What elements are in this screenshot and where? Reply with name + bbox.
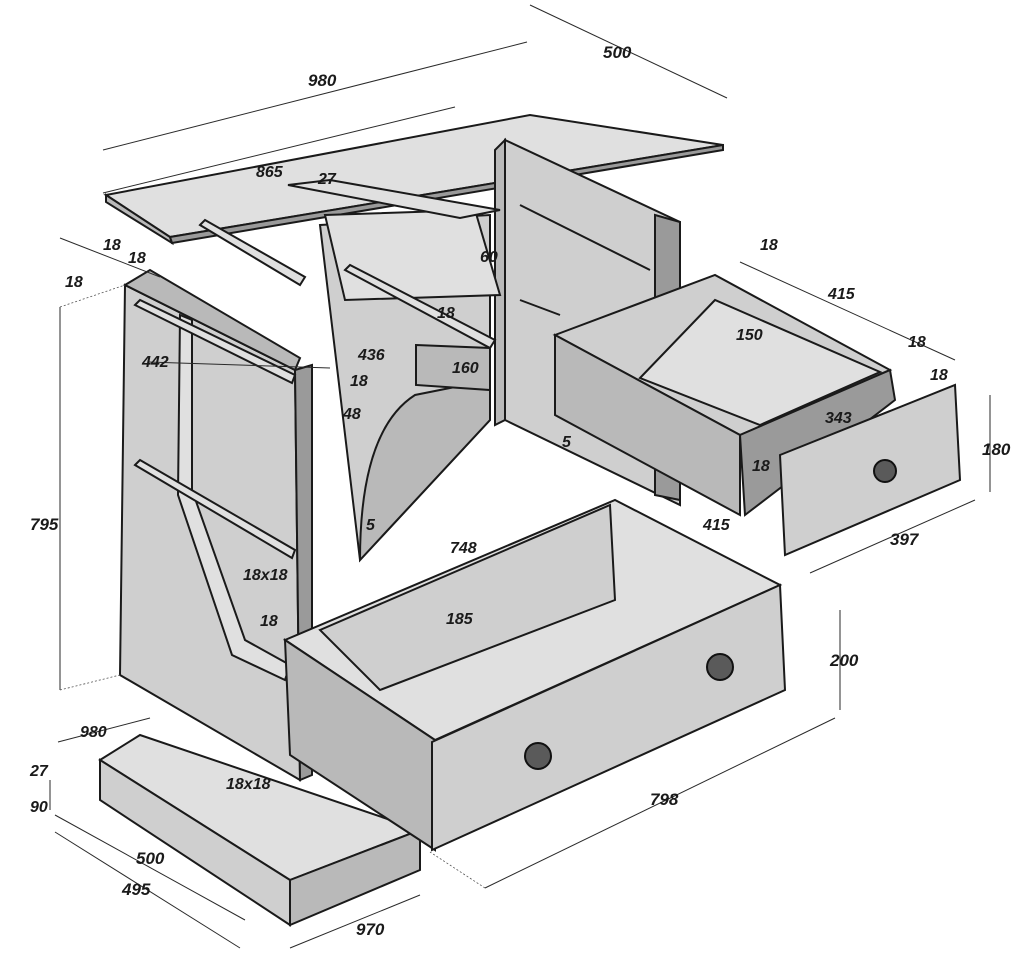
- label-top-depth: 500: [603, 43, 632, 62]
- label-plinth-depth: 495: [121, 880, 151, 899]
- dimension-lines: [49, 4, 991, 949]
- label-divider-w: 436: [357, 347, 385, 364]
- large-drawer-front: [431, 583, 787, 852]
- label-small-front-h: 180: [982, 440, 1011, 459]
- label-plywood-b: 5: [562, 434, 572, 451]
- label-bar-section-2: 18x18: [226, 776, 271, 793]
- label-top-width: 980: [308, 71, 337, 90]
- label-big-drawer-inner: 748: [450, 540, 477, 557]
- top-rails: [198, 178, 501, 392]
- label-base-width: 980: [80, 724, 107, 741]
- label-left-t3: 18: [65, 274, 83, 291]
- large-drawer-knob-left: [524, 742, 552, 770]
- label-side-height: 795: [30, 515, 59, 534]
- small-drawer-knob: [873, 459, 897, 483]
- label-rail-length: 865: [256, 164, 284, 181]
- label-small-front-w: 397: [890, 530, 920, 549]
- label-big-front-h: 200: [829, 651, 859, 670]
- label-bar-section-1: 18x18: [243, 567, 288, 584]
- label-small-drawer-len: 415: [827, 286, 856, 303]
- label-base-t: 27: [29, 763, 49, 780]
- label-small-drawer-side-t: 18: [760, 237, 778, 254]
- label-small-drawer-t3: 18: [930, 367, 948, 384]
- label-strip-t: 18: [350, 373, 368, 390]
- label-bar-t: 18: [260, 613, 278, 630]
- small-drawer-front: [778, 383, 962, 557]
- label-rail-height: 60: [480, 249, 498, 266]
- label-small-drawer-t2: 18: [908, 334, 926, 351]
- label-plinth-width: 970: [356, 920, 385, 939]
- label-rail-thickness: 27: [317, 171, 337, 188]
- label-left-t1: 18: [103, 237, 121, 254]
- large-drawer-knob-right: [706, 653, 734, 681]
- label-runner-len: 415: [702, 517, 731, 534]
- label-side-h: 442: [141, 354, 169, 371]
- label-big-front-w: 798: [650, 790, 679, 809]
- label-strip-w: 48: [342, 406, 361, 423]
- large-drawer: [282, 498, 787, 852]
- dimension-labels: 980 500 865 27 18 18 18 60 18 160 442 43…: [29, 43, 1011, 939]
- left-side-panel: [118, 268, 313, 782]
- label-base-depth: 500: [136, 849, 165, 868]
- label-plywood-a: 5: [366, 517, 376, 534]
- label-small-drawer-w: 343: [825, 410, 852, 427]
- label-divider-t: 18: [437, 305, 455, 322]
- label-plinth-h: 90: [30, 799, 48, 816]
- small-drawer: [552, 273, 962, 557]
- label-left-t2: 18: [128, 250, 146, 267]
- label-divider-h: 160: [452, 360, 479, 377]
- label-small-drawer-h: 150: [736, 327, 763, 344]
- label-small-drawer-t4: 18: [752, 458, 770, 475]
- label-big-drawer-h: 185: [446, 611, 474, 628]
